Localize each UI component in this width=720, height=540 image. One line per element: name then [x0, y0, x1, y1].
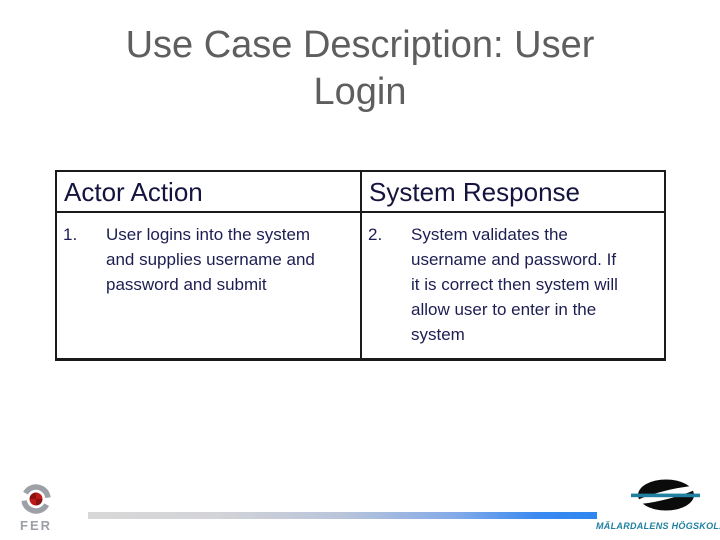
use-case-table: Actor Action System Response 1. User log…: [55, 170, 666, 361]
footer-divider-bar: [88, 512, 597, 519]
university-name: MÄLARDALENS HÖGSKOLA: [596, 521, 720, 531]
actor-action-cell: 1. User logins into the system and suppl…: [57, 213, 362, 358]
page-title-line-2: Login: [313, 71, 407, 113]
list-number: 2.: [368, 225, 383, 244]
table-header-actor-action: Actor Action: [57, 172, 362, 211]
page-title-line-1: Use Case Description: User: [125, 24, 595, 66]
system-response-cell: 2. System validates the username and pas…: [362, 213, 664, 358]
fer-emblem-icon: [21, 484, 51, 514]
table-body-row: 1. User logins into the system and suppl…: [57, 213, 664, 358]
page-title: Use Case Description: User Login: [0, 22, 720, 116]
table-header-system-response: System Response: [369, 177, 580, 207]
table-header-row: Actor Action System Response: [57, 172, 664, 213]
fer-logo: FER: [16, 482, 56, 532]
list-text: User logins into the system and supplies…: [106, 225, 315, 294]
list-number: 1.: [63, 225, 78, 244]
mdh-emblem-icon: [631, 479, 700, 511]
fer-logo-text: FER: [20, 518, 52, 533]
list-text: System validates the username and passwo…: [411, 225, 618, 344]
